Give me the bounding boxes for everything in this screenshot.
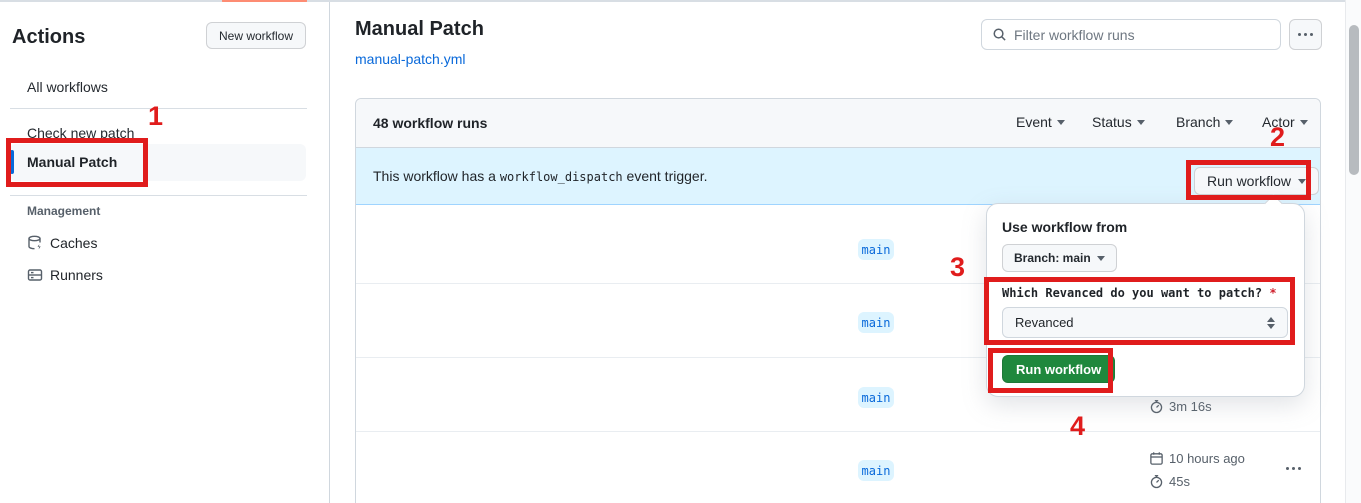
management-section-label: Management bbox=[27, 204, 101, 218]
run-workflow-dropdown-button[interactable]: Run workflow bbox=[1194, 167, 1320, 195]
run-options-button[interactable] bbox=[1278, 457, 1308, 479]
run-duration: 3m 16s bbox=[1149, 399, 1212, 414]
branch-select-button[interactable]: Branch: main bbox=[1002, 244, 1117, 272]
scrollbar[interactable] bbox=[1345, 0, 1361, 503]
dropdown-title: Use workflow from bbox=[1002, 219, 1128, 235]
filter-runs-searchbox[interactable] bbox=[981, 19, 1281, 50]
filter-event-label: Event bbox=[1016, 114, 1052, 130]
actions-tab-underline bbox=[222, 0, 307, 3]
caret-down-icon bbox=[1298, 178, 1307, 184]
sidebar-item-check-new-patch[interactable]: Check new patch bbox=[27, 125, 135, 141]
runs-table-header: 48 workflow runs Event Status Branch Act… bbox=[356, 99, 1320, 148]
banner-text-before: This workflow has a bbox=[373, 168, 500, 184]
run-workflow-dropdown-label: Run workflow bbox=[1207, 173, 1292, 189]
branch-badge[interactable]: main bbox=[858, 387, 894, 408]
workflow-file-link[interactable]: manual-patch.yml bbox=[355, 51, 466, 67]
revanced-select[interactable]: Revanced bbox=[1002, 307, 1288, 338]
caret-down-icon bbox=[1096, 255, 1105, 261]
top-border bbox=[0, 0, 1361, 2]
run-workflow-submit-button[interactable]: Run workflow bbox=[1002, 355, 1116, 383]
revanced-select-value: Revanced bbox=[1015, 315, 1074, 330]
annotation-number-2: 2 bbox=[1270, 122, 1286, 152]
filter-branch-label: Branch bbox=[1176, 114, 1221, 130]
cache-database-icon bbox=[27, 235, 43, 251]
sidebar-item-caches[interactable]: Caches bbox=[27, 235, 97, 251]
banner-code: workflow_dispatch bbox=[499, 170, 623, 184]
page-title: Manual Patch bbox=[355, 18, 484, 40]
actions-sidebar: Actions New workflow All workflows Check… bbox=[0, 2, 330, 503]
annotation-number-1: 1 bbox=[148, 101, 164, 131]
search-input[interactable] bbox=[1014, 26, 1270, 43]
stopwatch-icon bbox=[1149, 474, 1164, 489]
runs-count: 48 workflow runs bbox=[373, 115, 488, 131]
annotation-number-3: 3 bbox=[950, 252, 966, 282]
workflow-runs-table: 48 workflow runs Event Status Branch Act… bbox=[355, 98, 1321, 503]
annotation-number-4: 4 bbox=[1070, 411, 1086, 441]
branch-badge[interactable]: main bbox=[858, 239, 894, 260]
branch-badge[interactable]: main bbox=[858, 460, 894, 481]
branch-select-label: Branch: main bbox=[1014, 251, 1091, 265]
branch-badge[interactable]: main bbox=[858, 312, 894, 333]
caret-down-icon bbox=[1299, 119, 1308, 125]
sidebar-title: Actions bbox=[12, 26, 86, 48]
run-duration-value: 3m 16s bbox=[1169, 399, 1212, 414]
runners-icon bbox=[27, 267, 43, 283]
sidebar-item-runners-label: Runners bbox=[50, 267, 103, 283]
more-options-button[interactable] bbox=[1289, 19, 1322, 50]
run-duration: 45s bbox=[1149, 474, 1190, 489]
select-updown-icon bbox=[1267, 316, 1275, 329]
search-icon bbox=[992, 27, 1007, 42]
caret-down-icon bbox=[1056, 119, 1065, 125]
new-workflow-button[interactable]: New workflow bbox=[206, 22, 307, 49]
caret-down-icon bbox=[1225, 119, 1234, 125]
caret-down-icon bbox=[1136, 119, 1145, 125]
filter-actor-label: Actor bbox=[1262, 114, 1295, 130]
workflow-run-row[interactable] bbox=[356, 432, 1320, 503]
divider bbox=[10, 195, 307, 196]
scrollbar-thumb[interactable] bbox=[1349, 25, 1359, 175]
selected-indicator-bar bbox=[10, 150, 14, 174]
kebab-icon bbox=[1285, 466, 1301, 470]
workflow-input-label: Which Revanced do you want to patch? * bbox=[1002, 286, 1277, 300]
required-asterisk: * bbox=[1269, 286, 1277, 300]
sidebar-item-manual-patch-label: Manual Patch bbox=[27, 154, 118, 170]
filter-actor[interactable]: Actor bbox=[1262, 114, 1308, 130]
kebab-icon bbox=[1298, 33, 1313, 36]
sidebar-item-caches-label: Caches bbox=[50, 235, 98, 251]
filter-event[interactable]: Event bbox=[1016, 114, 1065, 130]
banner-text: This workflow has a workflow_dispatch ev… bbox=[373, 168, 707, 184]
filter-branch[interactable]: Branch bbox=[1176, 114, 1234, 130]
run-duration-value: 45s bbox=[1169, 474, 1190, 489]
stopwatch-icon bbox=[1149, 399, 1164, 414]
sidebar-item-manual-patch[interactable] bbox=[10, 144, 306, 181]
workflow-input-label-text: Which Revanced do you want to patch? bbox=[1002, 286, 1270, 300]
banner-text-after: event trigger. bbox=[622, 168, 708, 184]
divider bbox=[10, 108, 307, 109]
calendar-icon bbox=[1149, 451, 1164, 466]
run-time: 10 hours ago bbox=[1149, 451, 1245, 466]
sidebar-item-all-workflows[interactable]: All workflows bbox=[27, 79, 108, 95]
workflow-dispatch-banner: This workflow has a workflow_dispatch ev… bbox=[356, 148, 1320, 205]
filter-status-label: Status bbox=[1092, 114, 1132, 130]
filter-status[interactable]: Status bbox=[1092, 114, 1145, 130]
run-time-value: 10 hours ago bbox=[1169, 451, 1245, 466]
sidebar-item-runners[interactable]: Runners bbox=[27, 267, 103, 283]
